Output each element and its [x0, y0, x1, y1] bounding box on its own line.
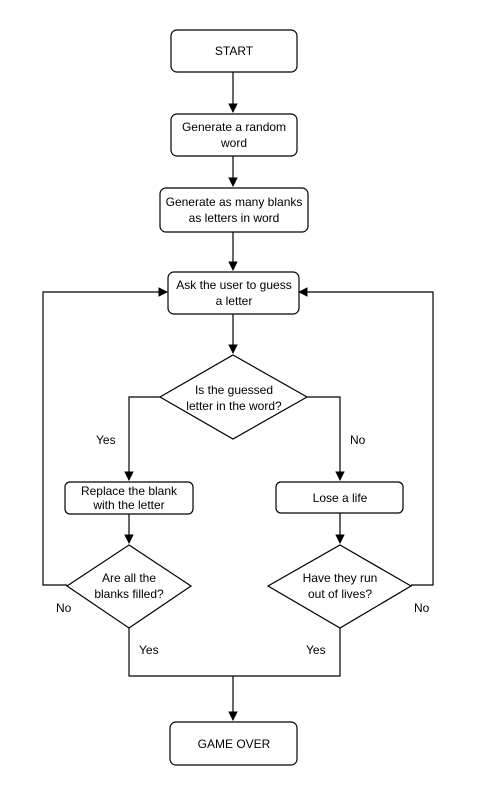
- node-lose-life-label: Lose a life: [313, 491, 368, 505]
- node-generate-blanks-line-1: Generate as many blanks: [166, 195, 303, 209]
- label-in-word-yes: Yes: [96, 433, 116, 447]
- decision-in-word-line-1: Is the guessed: [195, 383, 273, 397]
- label-filled-yes: Yes: [139, 643, 159, 657]
- decision-out-of-lives-line-2: out of lives?: [308, 587, 372, 601]
- edge-lives-no-loop: [298, 287, 434, 586]
- node-start: START: [170, 29, 298, 73]
- node-generate-blanks-line-2: as letters in word: [189, 211, 280, 225]
- decision-in-word: Is the guessed letter in the word?: [158, 354, 309, 440]
- node-game-over: GAME OVER: [169, 721, 298, 766]
- node-generate-word-line-2: word: [220, 136, 247, 150]
- edge-decision-no: [307, 396, 345, 481]
- node-game-over-label: GAME OVER: [198, 737, 271, 751]
- label-filled-no: No: [56, 601, 72, 615]
- edge-filled-no-loop: [42, 287, 168, 586]
- edge-filled-yes: [128, 628, 341, 677]
- decision-all-filled-line-1: Are all the: [102, 571, 156, 585]
- label-lives-no: No: [414, 601, 430, 615]
- decision-all-filled-line-2: blanks filled?: [94, 587, 164, 601]
- node-generate-word: Generate a random word: [170, 113, 298, 157]
- node-lose-life: Lose a life: [275, 481, 404, 514]
- node-ask-guess-line-2: a letter: [216, 294, 253, 308]
- decision-out-of-lives-line-1: Have they run: [303, 571, 378, 585]
- node-ask-guess-line-1: Ask the user to guess: [176, 278, 291, 292]
- decision-out-of-lives: Have they run out of lives?: [266, 544, 413, 629]
- node-generate-word-line-1: Generate a random: [182, 120, 286, 134]
- node-generate-blanks: Generate as many blanks as letters in wo…: [159, 187, 309, 233]
- decision-all-filled: Are all the blanks filled?: [65, 544, 193, 629]
- label-lives-yes: Yes: [306, 643, 326, 657]
- node-ask-guess: Ask the user to guess a letter: [167, 271, 300, 315]
- connectors: [42, 72, 434, 721]
- decision-in-word-line-2: letter in the word?: [186, 399, 282, 413]
- edge-decision-yes: [124, 396, 160, 481]
- node-replace-blank-line-1: Replace the blank: [81, 484, 178, 498]
- node-start-label: START: [215, 44, 254, 58]
- node-replace-blank-line-2: with the letter: [92, 498, 164, 512]
- node-replace-blank: Replace the blank with the letter: [64, 481, 194, 515]
- label-in-word-no: No: [350, 433, 366, 447]
